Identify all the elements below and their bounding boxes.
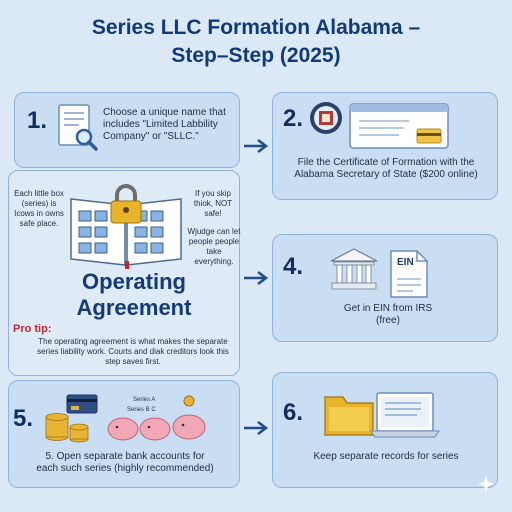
government-building-icon [330, 248, 378, 290]
step-number: 1. [27, 107, 48, 134]
step-number: 4. [283, 253, 304, 280]
operating-title-line-2: Agreement [76, 295, 192, 320]
page-title: Series LLC Formation Alabama – Step–Step… [0, 14, 512, 70]
step-number: 6. [283, 399, 304, 426]
step-5-card: 5. Series A Series B C 5. Open separate … [8, 380, 240, 488]
right-note-1: If you skip thiok, NOT safe! [193, 189, 233, 218]
step-number: 5. [13, 405, 34, 432]
piggy-banks-icon [107, 395, 206, 441]
state-seal-icon [310, 102, 342, 134]
ein-label: EIN [397, 257, 414, 268]
folder-laptop-icon [324, 392, 440, 438]
arrow-right-icon [244, 139, 269, 153]
operating-agreement-title: Operating Agreement [19, 269, 249, 321]
pro-tip-label: Pro tip: [13, 323, 52, 335]
step-4-card: 4. EIN Get in EIN from IRS (free) [272, 234, 498, 342]
ein-document-icon [390, 250, 428, 298]
sparkle-icon [478, 476, 494, 492]
pro-tip-text: The operating agreement is what makes th… [37, 337, 229, 366]
operating-agreement-card: Each little box (series) is Icows in own… [8, 170, 240, 376]
operating-title-line-1: Operating [82, 269, 186, 294]
step-4-text: Get in EIN from IRS (free) [343, 303, 433, 326]
step-1-text: Choose a unique name that includes "Limi… [103, 107, 226, 142]
right-note-2: Wjudge can let people people take everyt… [187, 227, 241, 266]
title-line-2: Step–Step (2025) [171, 44, 341, 67]
arrow-right-icon [244, 271, 269, 285]
step-6-text: Keep separate records for series [313, 451, 459, 462]
step-5-text: 5. Open separate bank accounts for each … [36, 451, 214, 474]
step-2-card: 2. File the Certificate of Formation wit… [272, 92, 498, 200]
browser-window-icon [349, 103, 449, 149]
left-note: Each little box (series) is Icows in own… [14, 189, 64, 228]
step-2-text: File the Certificate of Formation with t… [294, 157, 478, 180]
step-6-card: 6. Keep separate records for series [272, 372, 498, 488]
step-1-card: 1. Choose a unique name that includes "L… [14, 92, 240, 168]
coins-and-card-icon [45, 394, 98, 443]
document-search-icon [58, 104, 98, 151]
arrow-right-icon [244, 421, 269, 435]
title-line-1: Series LLC Formation Alabama – [91, 16, 421, 39]
open-book-lock-icon [70, 184, 182, 269]
series-b-label: Series B C [127, 407, 156, 413]
step-number: 2. [283, 105, 304, 132]
series-a-label: Series A [133, 397, 156, 403]
